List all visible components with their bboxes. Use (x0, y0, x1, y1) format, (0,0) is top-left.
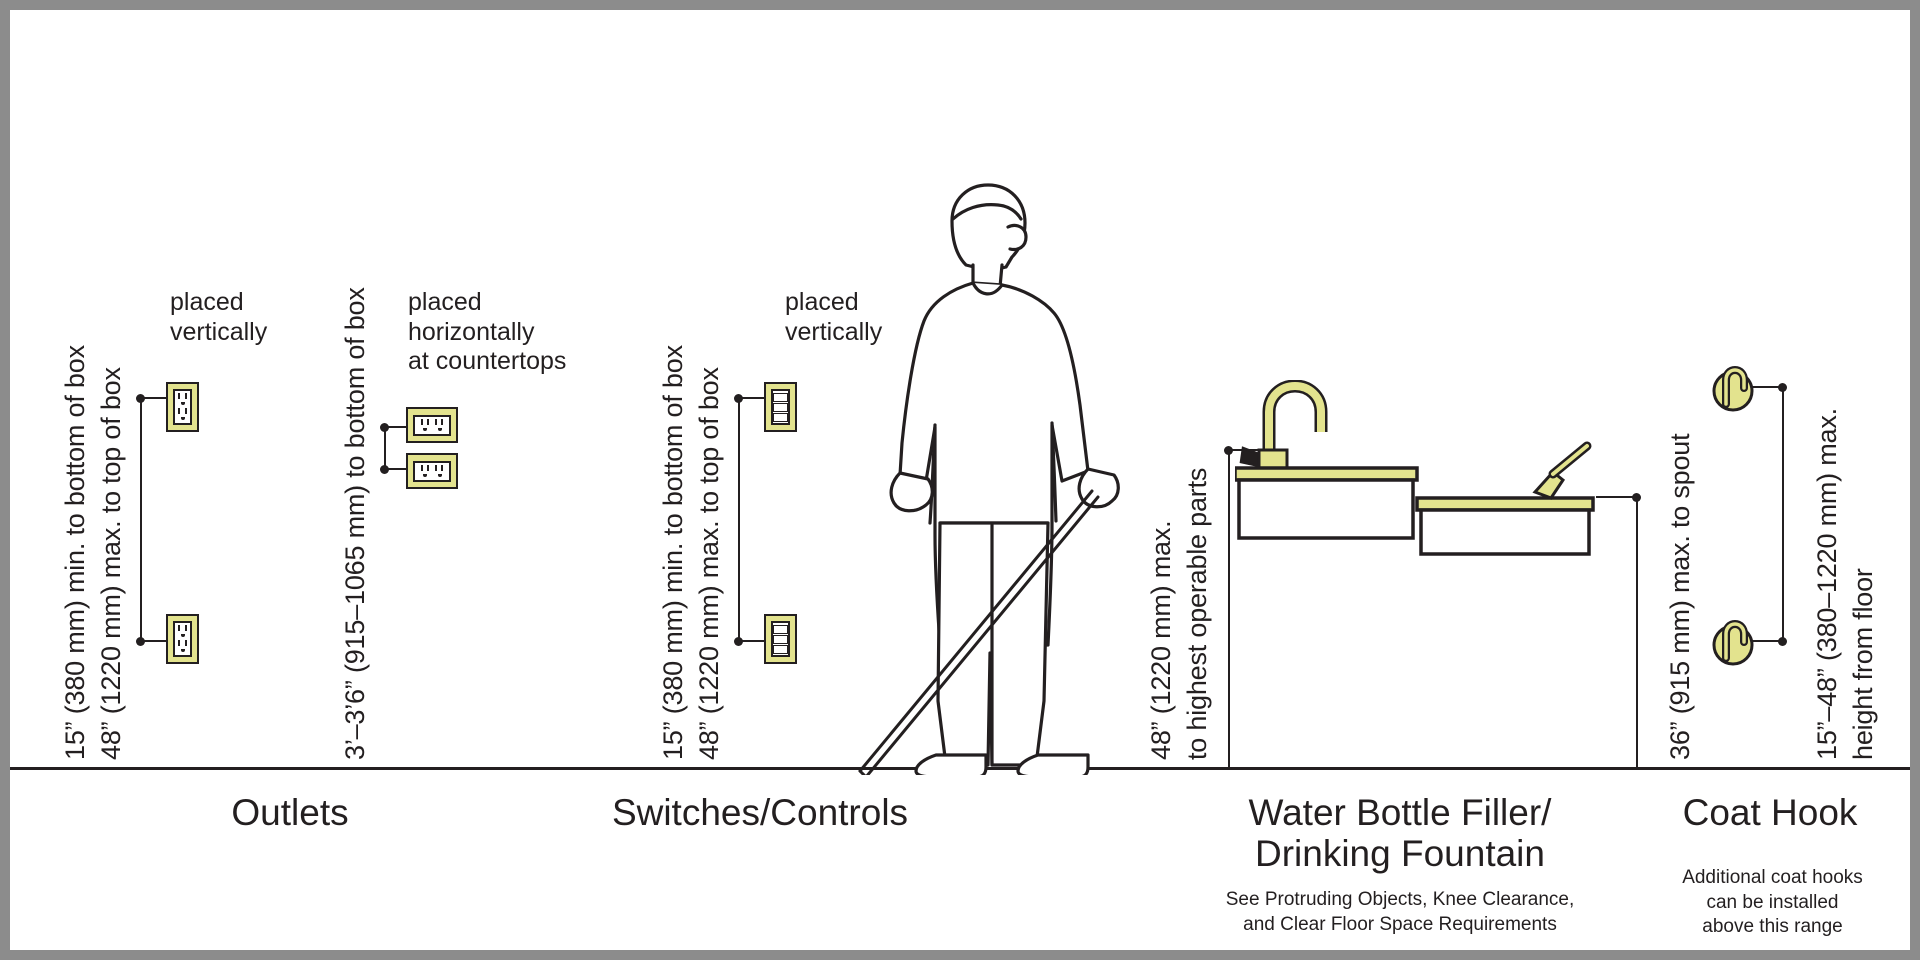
leader-line-outlet-top (140, 397, 168, 399)
receptacle-slot-left (420, 464, 430, 478)
rocker-mid (773, 634, 788, 644)
section-title-outlets: Outlets (231, 792, 349, 833)
electrical-outlet-vertical-icon-lower (166, 614, 199, 664)
rocker-bottom (773, 412, 788, 422)
dimension-line-countertop-outlets (384, 427, 386, 473)
leader-line-switch-top (738, 397, 766, 399)
dimension-text-outlets-top: 48” (1220 mm) max. to top of box (96, 367, 126, 760)
electrical-outlet-horizontal-icon-lower (406, 453, 458, 489)
receptacle-slot-right (434, 464, 444, 478)
light-switch-vertical-icon-upper (764, 382, 797, 432)
leader-line-countertop-top (384, 426, 408, 428)
dimension-line-switches (738, 398, 740, 645)
dimension-text-operable-parts-1: 48” (1220 mm) max. (1146, 520, 1176, 760)
note-outlets-horizontal: placed horizontally at countertops (408, 288, 567, 375)
light-switch-vertical-icon-lower (764, 614, 797, 664)
rocker-top (773, 624, 788, 634)
dimension-text-countertop-outlets: 3’–3’6” (915–1065 mm) to bottom of box (340, 287, 370, 760)
note-outlets-vertical: placed vertically (170, 288, 268, 346)
outlet-face (413, 460, 451, 482)
section-title-water: Water Bottle Filler/ Drinking Fountain (1248, 792, 1552, 875)
receptacle-slot-upper (177, 625, 188, 638)
receptacle-slot-lower (177, 640, 188, 653)
coat-hook-icon-upper (1712, 366, 1754, 412)
section-title-switches: Switches/Controls (611, 792, 909, 833)
dimension-text-spout-height: 36” (915 mm) max. to spout (1665, 433, 1695, 760)
rocker-top (773, 392, 788, 402)
dimension-text-switches-top: 48” (1220 mm) max. to top of box (694, 367, 724, 760)
diagram-sheet: 15” (380 mm) min. to bottom of box 48” (… (10, 10, 1910, 950)
dimension-line-spout (1636, 497, 1638, 768)
rocker-bottom (773, 644, 788, 654)
leader-line-countertop-bottom (384, 468, 408, 470)
rocker-mid (773, 402, 788, 412)
switch-face (771, 621, 790, 657)
dimension-line-outlets (140, 398, 142, 645)
dimension-text-coat-hook-range: 15”–48” (380–1220 mm) max. (1812, 408, 1842, 760)
dimension-text-switches-bottom: 15” (380 mm) min. to bottom of box (658, 345, 688, 760)
water-bottle-filler-icon (1239, 380, 1328, 472)
receptacle-slot-lower (177, 408, 188, 421)
leader-line-outlet-bottom (140, 640, 168, 642)
receptacle-slot-left (420, 418, 430, 432)
coat-hook-icon-lower (1712, 620, 1754, 666)
leader-line-switch-bottom (738, 640, 766, 642)
section-subtitle-water: See Protruding Objects, Knee Clearance, … (1225, 889, 1575, 935)
section-title-coat-hook: Coat Hook (1682, 792, 1858, 833)
standing-person-with-cane-icon (858, 183, 1120, 775)
leader-line-spout (1596, 496, 1638, 498)
dimension-line-operable-parts (1228, 450, 1230, 768)
section-subtitle-coat-hook: Additional coat hooks can be installed a… (1682, 867, 1863, 938)
switch-face (771, 389, 790, 425)
drinking-fountain-icon (1532, 441, 1592, 500)
receptacle-slot-upper (177, 393, 188, 406)
dimension-line-coat-hook (1782, 387, 1784, 645)
electrical-outlet-horizontal-icon-upper (406, 407, 458, 443)
outlet-face (173, 621, 192, 657)
dimension-text-operable-parts-2: to highest operable parts (1182, 467, 1212, 760)
water-fountain-assembly (1235, 380, 1595, 556)
dimension-text-coat-hook-height: height from floor (1848, 568, 1878, 760)
receptacle-slot-right (434, 418, 444, 432)
leader-line-hook-bottom (1746, 640, 1784, 642)
dimension-text-outlets-bottom: 15” (380 mm) min. to bottom of box (60, 345, 90, 760)
outlet-face (173, 389, 192, 425)
outlet-face (413, 414, 451, 436)
electrical-outlet-vertical-icon-upper (166, 382, 199, 432)
leader-line-hook-top (1746, 386, 1784, 388)
note-switches-vertical: placed vertically (785, 288, 883, 346)
